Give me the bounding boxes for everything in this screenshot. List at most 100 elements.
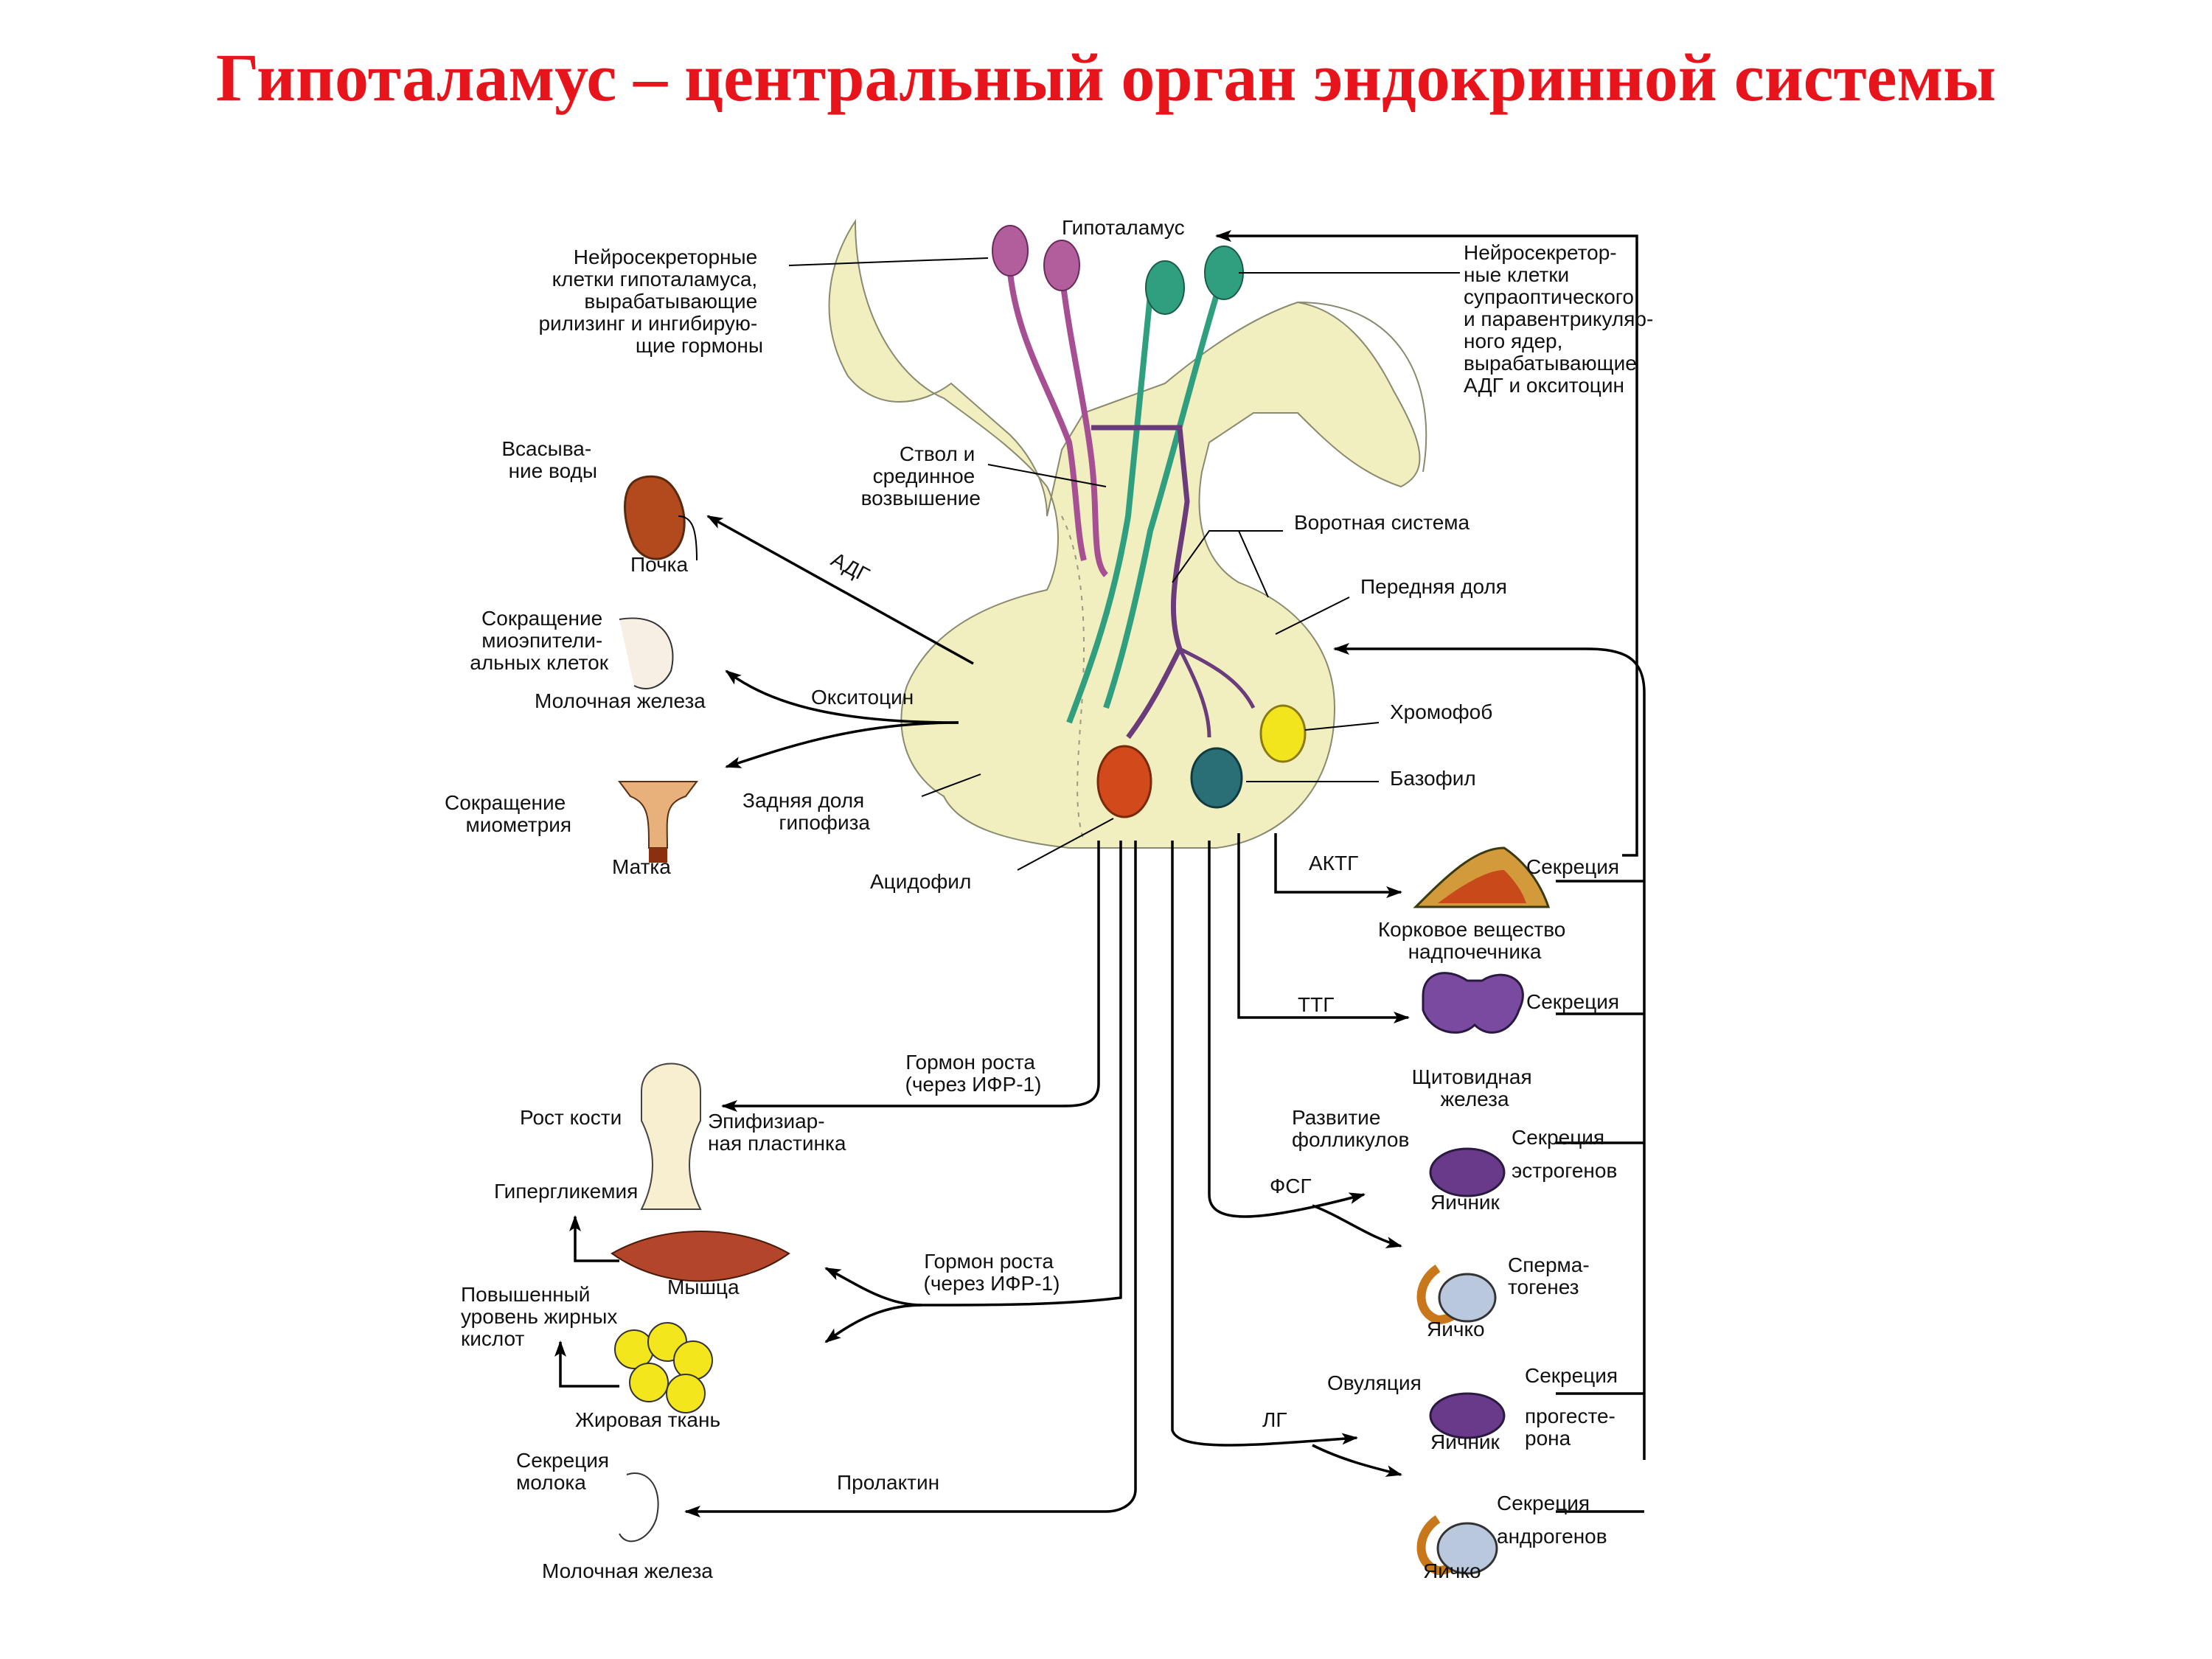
label-line: вырабатывающие — [1464, 352, 1637, 375]
label-line: Эпифизиар- — [708, 1110, 825, 1133]
label-line: надпочечника — [1408, 940, 1542, 963]
label-line: фолликулов — [1292, 1128, 1409, 1151]
label-line: клетки гипоталамуса, — [552, 268, 758, 291]
label-line: возвышение — [861, 487, 981, 509]
label-line: Развитие — [1292, 1106, 1380, 1129]
label-line: кислот — [461, 1327, 525, 1350]
label-line: железа — [1440, 1088, 1509, 1110]
label-lh: ЛГ — [1262, 1408, 1287, 1431]
label-line: миометрия — [465, 813, 571, 836]
label-line: ние воды — [509, 459, 597, 482]
label-mammary-gland: Молочная железа — [535, 689, 706, 712]
label-line: Ствол и — [900, 442, 975, 465]
ovary-icon — [1429, 1147, 1506, 1197]
label-line: прогесте- — [1525, 1405, 1615, 1427]
label-line: Сперма- — [1508, 1253, 1590, 1276]
feedback-arrow-hypothalamus — [1215, 230, 1638, 857]
label-line: гипофиза — [779, 811, 870, 834]
uterus-cervix — [649, 848, 667, 863]
label-line: альных клеток — [470, 651, 608, 674]
label-ovulation: Овуляция — [1327, 1371, 1422, 1394]
label-secretion-adrenal: Секреция — [1526, 855, 1619, 878]
label-line: ные клетки — [1464, 263, 1569, 286]
label-line: (через ИФР-1) — [905, 1073, 1042, 1096]
label-line: и паравентрикуляр- — [1464, 307, 1653, 330]
label-line: (через ИФР-1) — [924, 1272, 1060, 1295]
label-line: вырабатывающие — [584, 290, 757, 313]
mammary-gland-icon — [619, 617, 674, 689]
ovary-icon-2 — [1429, 1392, 1506, 1439]
label-line: уровень жирных — [461, 1305, 617, 1328]
page-title: Гипоталамус – центральный орган эндокрин… — [215, 40, 1997, 115]
label-fatty-acids: Повышенный уровень жирных кислот — [461, 1283, 623, 1350]
label-hyperglycemia: Гипергликемия — [494, 1180, 638, 1203]
label-line: молока — [516, 1471, 586, 1494]
mammary-gland-icon-2 — [619, 1472, 659, 1543]
label-secretion-thyroid: Секреция — [1526, 990, 1619, 1013]
label-line: андрогенов — [1497, 1525, 1607, 1548]
thyroid-icon — [1422, 972, 1524, 1034]
label-line: ного ядер, — [1464, 330, 1562, 352]
label-myoepithelial: Сокращение миоэпители- альных клеток — [470, 607, 608, 674]
label-estrogen-secretion: Секреция эстрогенов — [1512, 1126, 1617, 1182]
label-posterior-lobe: Задняя доля гипофиза — [742, 789, 870, 834]
label-chromophobe: Хромофоб — [1390, 700, 1492, 723]
label-line: срединное — [873, 465, 975, 487]
label-prolactin: Пролактин — [837, 1471, 939, 1494]
green-neuron-body — [1145, 260, 1185, 315]
label-water-absorption: Всасыва- ние воды — [501, 437, 597, 482]
basophil-cell — [1190, 747, 1243, 809]
acidophil-cell — [1096, 745, 1152, 818]
label-line: супраоптического — [1464, 285, 1634, 308]
kidney-icon — [624, 475, 686, 560]
purple-neuron-body — [1043, 240, 1080, 291]
label-neurosecretory-right: Нейросекретор- ные клетки супраоптическо… — [1464, 241, 1659, 397]
label-stalk: Ствол и срединное возвышение — [861, 442, 981, 509]
testis-icon-2 — [1436, 1522, 1498, 1575]
label-line: миоэпители- — [481, 629, 602, 652]
neurosecretory-neurons — [992, 225, 1256, 740]
label-testis-2: Яичко — [1423, 1559, 1481, 1582]
label-basophil: Базофил — [1390, 767, 1476, 790]
label-line: Сокращение — [481, 607, 602, 630]
label-fsh: ФСГ — [1270, 1175, 1312, 1197]
label-mammary-gland-2: Молочная железа — [542, 1559, 713, 1582]
label-kidney: Почка — [630, 553, 689, 576]
label-muscle: Мышца — [667, 1276, 740, 1298]
label-line: Секреция — [1497, 1492, 1590, 1514]
label-hypothalamus: Гипоталамус — [1062, 216, 1185, 239]
adrenal-medulla — [1438, 870, 1526, 903]
label-line: Секреция — [1512, 1126, 1604, 1149]
label-anterior-lobe: Передняя доля — [1360, 575, 1507, 598]
label-line: Щитовидная — [1412, 1065, 1532, 1088]
bone-icon — [640, 1062, 702, 1210]
purple-neuron-body — [992, 225, 1029, 276]
label-ovary: Яичник — [1430, 1191, 1500, 1214]
label-myometrium: Сокращение миометрия — [445, 791, 571, 836]
label-acth: АКТГ — [1309, 852, 1358, 874]
label-testis: Яичко — [1427, 1318, 1485, 1340]
label-uterus: Матка — [612, 855, 671, 878]
label-line: тогенез — [1508, 1276, 1579, 1298]
label-line: Задняя доля — [742, 789, 864, 812]
chromophobe-cell — [1259, 704, 1307, 763]
label-acidophil: Ацидофил — [870, 870, 971, 893]
label-adipose-tissue: Жировая ткань — [575, 1408, 720, 1431]
label-growth-hormone-2: Гормон роста (через ИФР-1) — [924, 1250, 1060, 1295]
label-line: Гормон роста — [905, 1051, 1035, 1074]
label-growth-hormone-1: Гормон роста (через ИФР-1) — [905, 1051, 1042, 1096]
label-line: Корковое вещество — [1378, 918, 1565, 941]
label-thyroid: Щитовидная железа — [1412, 1065, 1538, 1110]
label-portal-system: Воротная система — [1294, 511, 1470, 534]
label-line: Гормон роста — [924, 1250, 1054, 1273]
label-epiphyseal-plate: Эпифизиар- ная пластинка — [708, 1110, 846, 1155]
label-line: Нейросекреторные — [574, 246, 757, 268]
label-line: ная пластинка — [708, 1132, 846, 1155]
label-androgen-secretion: Секреция андрогенов — [1497, 1492, 1607, 1548]
label-adh: АДГ — [827, 548, 873, 587]
muscle-icon — [611, 1231, 790, 1282]
label-line: Повышенный — [461, 1283, 590, 1306]
label-line: щие гормоны — [636, 334, 763, 357]
